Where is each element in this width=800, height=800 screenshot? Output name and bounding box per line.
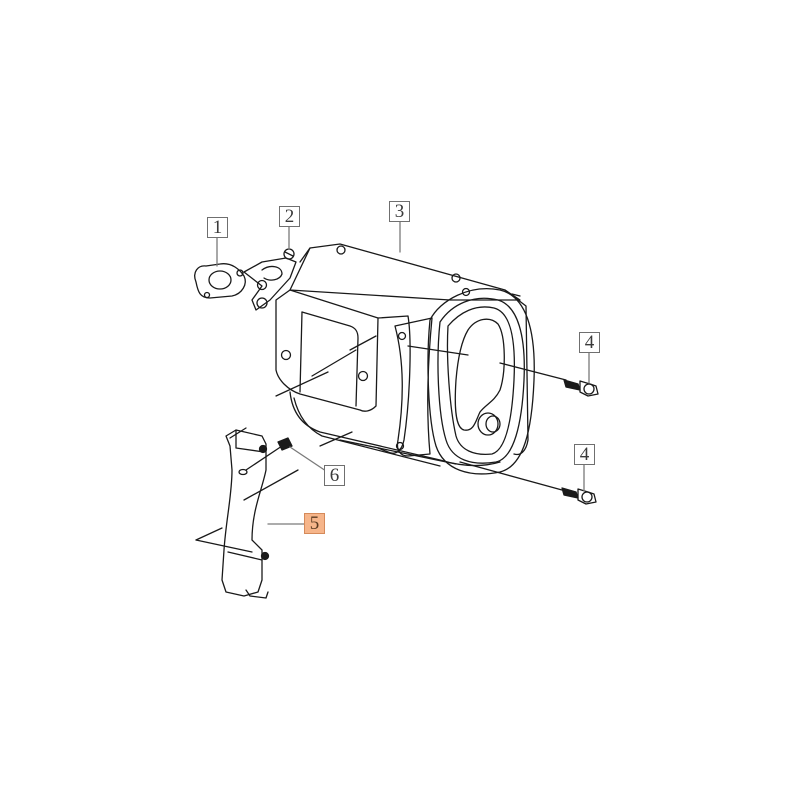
- callout-part-4-lower[interactable]: 4: [574, 444, 595, 465]
- gasket-part-1[interactable]: [194, 263, 246, 299]
- callout-part-3[interactable]: 3: [389, 201, 410, 222]
- bolt-part-6[interactable]: [245, 437, 293, 471]
- muffler-body-part-3[interactable]: [275, 243, 567, 475]
- callout-part-6[interactable]: 6: [324, 465, 345, 486]
- callout-part-4-upper[interactable]: 4: [579, 332, 600, 353]
- bolt-part-4-upper[interactable]: [563, 379, 599, 397]
- nut-part-2[interactable]: [243, 248, 297, 311]
- bolt-part-4-lower[interactable]: [561, 487, 597, 505]
- bracket-part-5[interactable]: [195, 427, 299, 599]
- callout-part-5-highlighted[interactable]: 5: [304, 513, 325, 534]
- callout-part-1[interactable]: 1: [207, 217, 228, 238]
- callout-part-2[interactable]: 2: [279, 206, 300, 227]
